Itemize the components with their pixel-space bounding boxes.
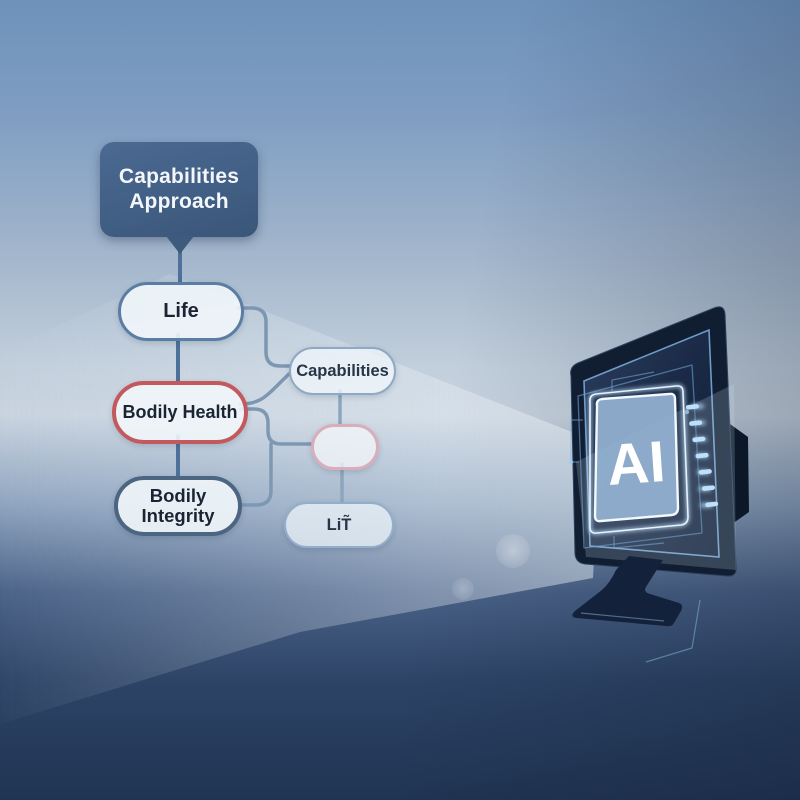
chip-outline-outer [577,364,703,549]
chip-circuit-traces [570,371,701,663]
node-life: Life [118,282,244,341]
chip-pins [685,404,719,508]
stand-foot-accent [580,612,665,622]
connector-life-capabilities [236,306,291,368]
node-capabilities-approach-label: Capabilities Approach [118,164,240,213]
glow-dot [496,534,530,568]
connector-integrity-pink [240,442,273,507]
node-lit: LiT̃ [284,502,394,548]
bubble-pointer [166,236,194,254]
chip-label: AI [605,429,667,498]
circuit-node-dot [568,459,574,465]
glow-dot [452,578,474,600]
node-capabilities-approach: Capabilities Approach [100,142,258,254]
circuit-node-dot [684,409,690,415]
node-capabilities-label: Capabilities [296,361,389,380]
node-bodily-integrity: Bodily Integrity [114,476,242,536]
node-bodily-health: Bodily Health [112,381,248,444]
monitor-stand [572,556,683,627]
node-capabilities: Capabilities [289,347,396,395]
node-bodily-health-label: Bodily Health [122,402,238,422]
node-unlabeled [311,424,379,470]
node-bodily-integrity-label: Bodily Integrity [141,485,215,526]
node-life-label: Life [163,300,199,322]
connector-health-pink [238,407,313,446]
chip-core [593,392,680,523]
monitor-side-mount [730,424,749,524]
chip-outline-glow [589,385,689,534]
node-lit-label: LiT̃ [326,515,352,534]
